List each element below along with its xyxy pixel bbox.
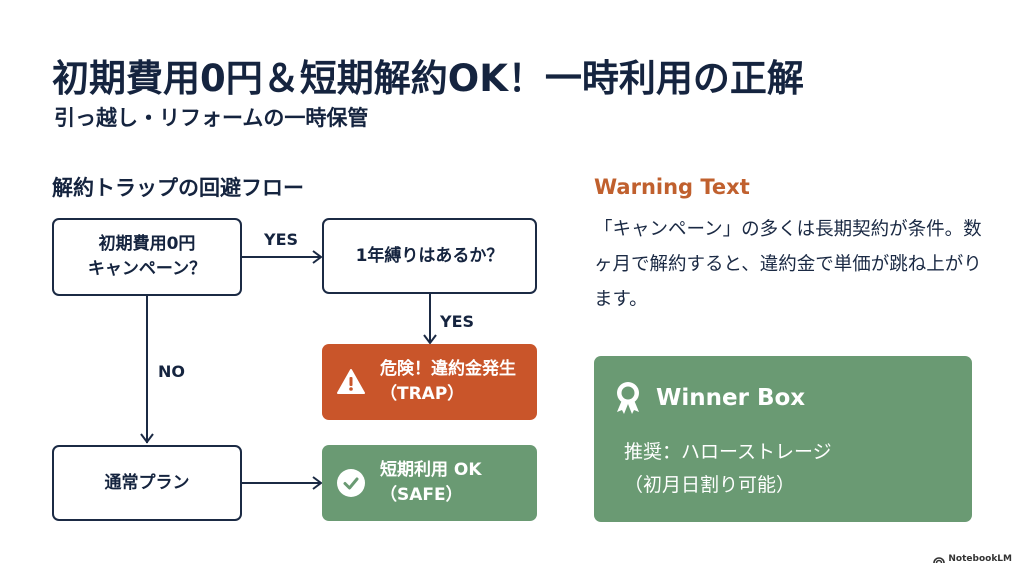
winner-box: Winner Box 推奨：ハローストレージ （初月日割り可能） (594, 356, 972, 522)
node-campaign-line1: 初期費用0円 (98, 234, 196, 255)
node-safe-line2: （SAFE） (380, 485, 463, 505)
node-trap: 危険！違約金発生 （TRAP） (322, 344, 537, 420)
node-trap-line1: 危険！違約金発生 (380, 359, 516, 380)
edge-label-yes-1: YES (264, 230, 299, 249)
flow-heading: 解約トラップの回避フロー (52, 176, 304, 200)
node-campaign: 初期費用0円 キャンペーン？ (52, 218, 242, 296)
brand-name: NotebookLM (948, 554, 1012, 564)
arrowhead-icon (312, 250, 323, 264)
winner-header: Winner Box (614, 380, 805, 416)
award-ribbon-icon (617, 382, 639, 414)
connector-campaign-to-one-year (242, 256, 320, 258)
node-trap-line2: （TRAP） (380, 384, 465, 404)
arrowhead-icon (423, 334, 437, 345)
connector-one-year-to-trap (429, 294, 431, 342)
check-circle-icon (337, 469, 365, 497)
node-normal-plan: 通常プラン (52, 445, 242, 521)
node-one-year: 1年縛りはあるか？ (322, 218, 537, 294)
node-safe: 短期利用 OK （SAFE） (322, 445, 537, 521)
notebooklm-logo-icon (933, 556, 946, 563)
brand-watermark: NotebookLM (933, 554, 1012, 564)
page-subtitle: 引っ越し・リフォームの一時保管 (54, 106, 369, 130)
edge-label-no: NO (158, 362, 185, 381)
arrowhead-icon (312, 476, 323, 490)
winner-title: Winner Box (656, 385, 806, 411)
node-normal-plan-text: 通常プラン (104, 472, 190, 493)
node-one-year-text: 1年縛りはあるか？ (355, 245, 504, 266)
connector-campaign-to-normal (146, 296, 148, 443)
winner-recommendation: 推奨：ハローストレージ (624, 441, 832, 463)
winner-note: （初月日割り可能） (624, 474, 796, 496)
node-safe-line1: 短期利用 OK (380, 460, 482, 481)
node-campaign-line2: キャンペーン？ (87, 259, 207, 279)
connector-normal-to-safe (242, 482, 320, 484)
warning-heading: Warning Text (594, 175, 750, 199)
warning-body: 「キャンペーン」の多くは長期契約が条件。数ヶ月で解約すると、違約金で単価が跳ね上… (594, 219, 982, 310)
warning-triangle-icon (337, 369, 365, 394)
edge-label-yes-2: YES (440, 312, 475, 331)
arrowhead-icon (140, 433, 154, 444)
page-title: 初期費用0円＆短期解約OK！一時利用の正解 (52, 57, 804, 100)
